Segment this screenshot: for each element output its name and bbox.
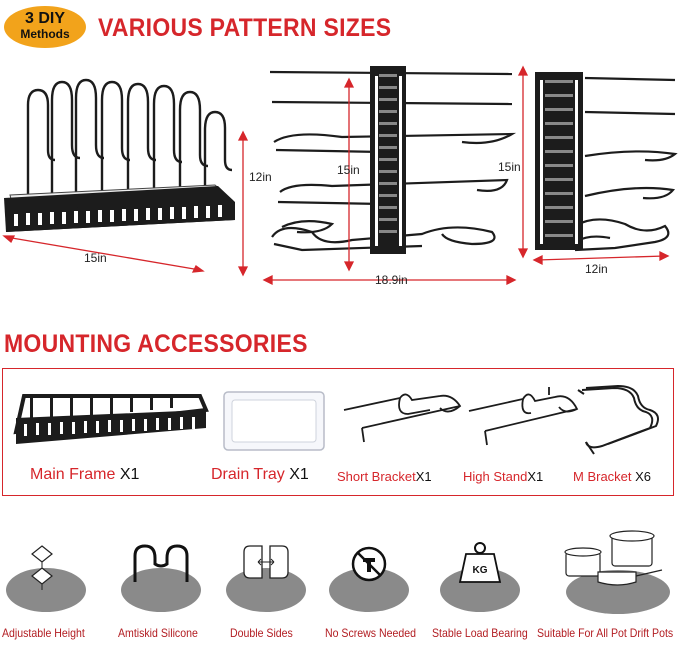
diy-methods-badge: 3 DIY Methods [4,6,86,48]
horizontal-rack-illustration [2,78,249,277]
accessory-name: Short Bracket [337,469,416,484]
feature-label-load-bearing: Stable Load Bearing [432,626,528,640]
accessory-qty: X1 [289,466,309,483]
adjustable-height-icon [6,545,86,612]
accessory-name: High Stand [463,469,528,484]
no-screws-icon [329,546,409,612]
dim-side-width: 12in [585,262,608,276]
dim-vertical-width: 18.9in [375,273,408,287]
short-bracket-image [343,393,462,443]
silicone-bracket-icon [121,544,201,612]
side-rack-illustration [517,65,678,266]
accessory-qty: X1 [415,469,432,484]
main-frame-image [13,394,209,444]
section-title-sizes: VARIOUS PATTERN SIZES [98,14,392,42]
feature-label-no-screws: No Screws Needed [325,626,416,640]
kg-weight-icon: KG [440,542,520,612]
dim-side-height: 15in [498,160,521,174]
feature-label-silicone: Amtiskid Silicone [118,626,198,640]
accessory-name: Main Frame [30,466,116,483]
dim-vertical-height: 15in [337,163,360,177]
accessory-qty: X1 [119,466,140,483]
feature-label-adjustable-height: Adjustable Height [2,626,85,640]
accessory-name: M Bracket [573,469,632,484]
dim-rack-width: 15in [84,251,107,265]
feature-label-all-pots: Suitable For All Pot Drift Pots [537,626,674,640]
pots-icon [564,530,670,614]
dim-rack-height: 12in [249,170,272,184]
badge-line1: 3 DIY [24,10,65,27]
badge-line2: Methods [20,27,70,41]
section-title-accessories: MOUNTING ACCESSORIES [4,330,308,358]
accessory-m-bracket: M Bracket X6 [573,469,651,484]
m-bracket-image [577,384,659,455]
drain-tray-image [223,391,325,451]
double-sides-icon [226,545,306,612]
accessory-high-stand: High StandX1 [463,469,543,484]
accessories-box [2,368,674,496]
accessory-short-bracket: Short BracketX1 [337,469,432,484]
kg-label: KG [473,565,488,576]
vertical-rack-illustration [262,66,517,286]
accessory-qty: X1 [527,469,544,484]
feature-label-double-sides: Double Sides [230,626,293,640]
accessory-qty: X6 [635,469,652,484]
accessory-drain-tray: Drain Tray X1 [211,466,309,484]
accessory-main-frame: Main Frame X1 [30,466,139,484]
accessory-name: Drain Tray [211,466,285,483]
high-stand-image [468,387,579,446]
